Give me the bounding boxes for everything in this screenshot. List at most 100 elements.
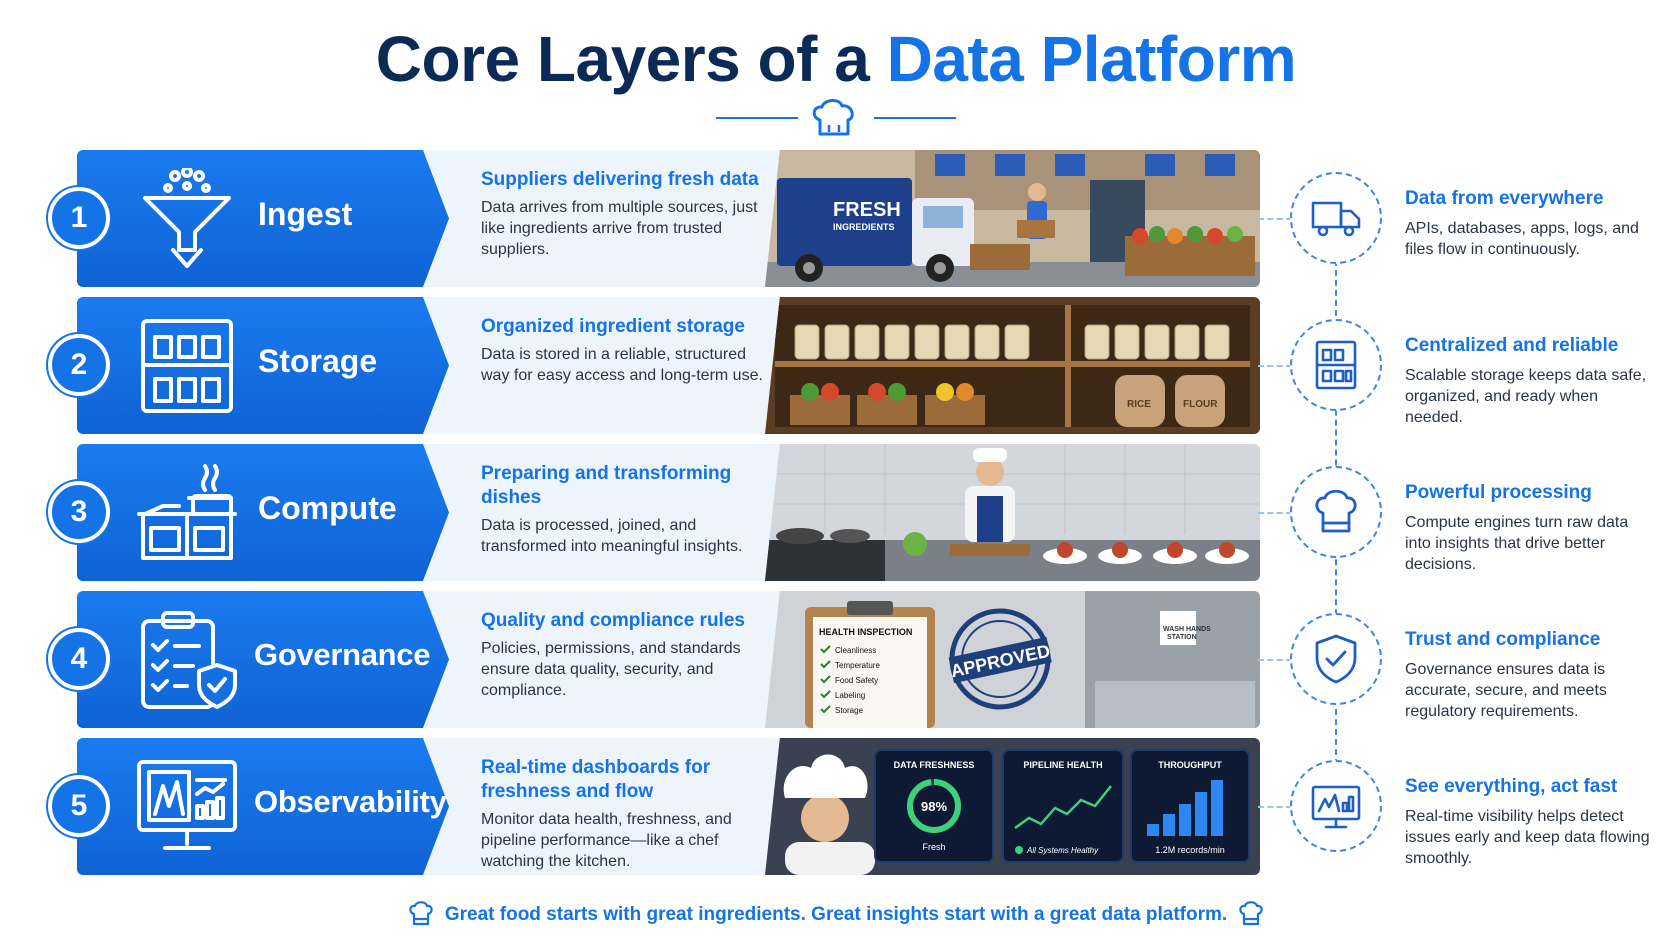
layer-heading: Quality and compliance rules — [481, 610, 745, 631]
checklist-item: Storage — [835, 706, 864, 715]
layer-row-observability: 5 Observability Real-time dashboards for… — [0, 736, 1672, 877]
layer-label: Storage — [258, 343, 378, 379]
layer-heading: Preparing and transforming dishes — [481, 463, 732, 508]
side-link — [1258, 659, 1292, 661]
layer-number: 4 — [48, 628, 110, 690]
side-icon-circle — [1290, 466, 1382, 558]
layer-description: Quality and compliance rules Policies, p… — [481, 609, 773, 701]
freshness-caption: Fresh — [922, 842, 945, 852]
storage-shelf-icon — [1315, 340, 1357, 390]
checklist-item: Labeling — [835, 691, 865, 700]
truck-text-ingredients: INGREDIENTS — [833, 222, 895, 232]
throughput-caption: 1.2M records/min — [1155, 845, 1225, 855]
side-icon-circle — [1290, 172, 1382, 264]
sack-label-rice: RICE — [1127, 399, 1151, 410]
checklist-item: Food Safety — [835, 676, 878, 685]
layer-chevron — [77, 591, 449, 728]
ingest-scene-image: FRESH INGREDIENTS — [765, 150, 1260, 287]
layer-heading: Suppliers delivering fresh data — [481, 169, 759, 190]
side-text: Compute engines turn raw data into insig… — [1405, 514, 1629, 573]
layer-text: Data is stored in a reliable, structured… — [481, 346, 763, 384]
observability-scene-image: DATA FRESHNESS 98% Fresh PIPELINE HEALTH… — [765, 738, 1260, 875]
layer-heading: Organized ingredient storage — [481, 316, 745, 337]
delivery-truck-icon — [1311, 201, 1361, 237]
checklist-shield-icon — [141, 611, 237, 709]
title-main: Core Layers of a — [375, 23, 887, 95]
side-heading: Centralized and reliable — [1405, 335, 1619, 356]
layer-number: 5 — [48, 775, 110, 837]
awning — [935, 154, 1235, 176]
pipeline-line — [1014, 785, 1112, 830]
layer-text: Policies, permissions, and standards ens… — [481, 640, 741, 699]
storage-scene-image: RICE FLOUR — [765, 297, 1260, 434]
layer-row-ingest: 1 Ingest Suppliers delivering fresh data… — [0, 148, 1672, 289]
stove-icon — [137, 464, 237, 560]
checklist-item: Temperature — [835, 661, 880, 670]
layer-description: Suppliers delivering fresh data Data arr… — [481, 168, 773, 260]
funnel-icon — [143, 168, 231, 268]
compute-scene-image — [765, 444, 1260, 581]
side-heading: See everything, act fast — [1405, 776, 1618, 797]
side-icon-circle — [1290, 319, 1382, 411]
side-text: Governance ensures data is accurate, sec… — [1405, 661, 1607, 720]
layer-text: Monitor data health, freshness, and pipe… — [481, 811, 732, 870]
truck-text-fresh: FRESH — [833, 199, 901, 221]
side-heading: Trust and compliance — [1405, 629, 1601, 650]
layer-label: Governance — [254, 637, 431, 672]
freshness-value: 98% — [921, 799, 947, 814]
side-text: Scalable storage keeps data safe, organi… — [1405, 367, 1647, 426]
crate-row — [790, 383, 985, 425]
governance-scene-image: WASH HANDS STATION HEALTH INSPECTION Cle… — [765, 591, 1260, 728]
layer-number: 2 — [48, 334, 110, 396]
side-heading: Powerful processing — [1405, 482, 1592, 503]
layer-row-compute: 3 Compute Preparing and transforming dis… — [0, 442, 1672, 583]
panel-title-pipeline: PIPELINE HEALTH — [1023, 760, 1102, 770]
layer-label: Ingest — [258, 196, 353, 232]
layer-text: Data is processed, joined, and transform… — [481, 517, 743, 555]
side-link — [1258, 218, 1292, 220]
throughput-bars — [1147, 780, 1223, 836]
plated-dishes — [1043, 542, 1249, 564]
layer-heading: Real-time dashboards for freshness and f… — [481, 757, 711, 802]
monitor-dashboard-icon — [137, 760, 237, 850]
layer-chevron — [77, 297, 449, 434]
side-heading: Data from everywhere — [1405, 188, 1604, 209]
monitor-chart-icon — [1311, 785, 1361, 829]
layer-label: Observability — [254, 784, 447, 819]
layer-number: 1 — [48, 187, 110, 249]
freshness-ring — [907, 779, 961, 833]
chef-hat-icon — [1239, 901, 1263, 926]
layer-number: 3 — [48, 481, 110, 543]
shield-check-icon — [1315, 634, 1357, 684]
side-link — [1258, 365, 1292, 367]
side-icon-circle — [1290, 613, 1382, 705]
side-icon-circle — [1290, 760, 1382, 852]
page-title: Core Layers of a Data Platform — [0, 22, 1672, 96]
jar-row — [794, 324, 1230, 360]
sack-label-flour: FLOUR — [1183, 399, 1218, 410]
side-link — [1258, 512, 1292, 514]
produce-crates — [1125, 226, 1255, 276]
layer-description: Organized ingredient storage Data is sto… — [481, 315, 773, 386]
title-chef-hat-icon — [716, 99, 956, 136]
layer-label: Compute — [258, 490, 397, 526]
clipboard-title: HEALTH INSPECTION — [819, 627, 912, 637]
title-accent: Data Platform — [886, 23, 1297, 95]
layer-description: Preparing and transforming dishes Data i… — [481, 462, 773, 557]
pantry-shelf-icon — [141, 319, 233, 413]
footer-text: Great food starts with great ingredients… — [444, 904, 1228, 925]
layer-description: Real-time dashboards for freshness and f… — [481, 756, 773, 872]
layer-row-governance: 4 Governance Quality and compliance rule… — [0, 589, 1672, 730]
checklist-item: Cleanliness — [835, 646, 876, 655]
pipeline-caption: All Systems Healthy — [1026, 846, 1099, 855]
footer-tagline: Great food starts with great ingredients… — [0, 900, 1672, 926]
layer-text: Data arrives from multiple sources, just… — [481, 199, 758, 258]
wall-sign: WASH HANDS — [1163, 626, 1211, 633]
side-link — [1258, 806, 1292, 808]
chef-hat-icon — [1315, 489, 1357, 533]
panel-title-throughput: THROUGHPUT — [1158, 760, 1222, 770]
layer-chevron — [77, 150, 449, 287]
side-text: Real-time visibility helps detect issues… — [1405, 808, 1650, 867]
layer-row-storage: 2 Storage Organized ingredient storage D… — [0, 295, 1672, 436]
side-text: APIs, databases, apps, logs, and files f… — [1405, 220, 1639, 258]
